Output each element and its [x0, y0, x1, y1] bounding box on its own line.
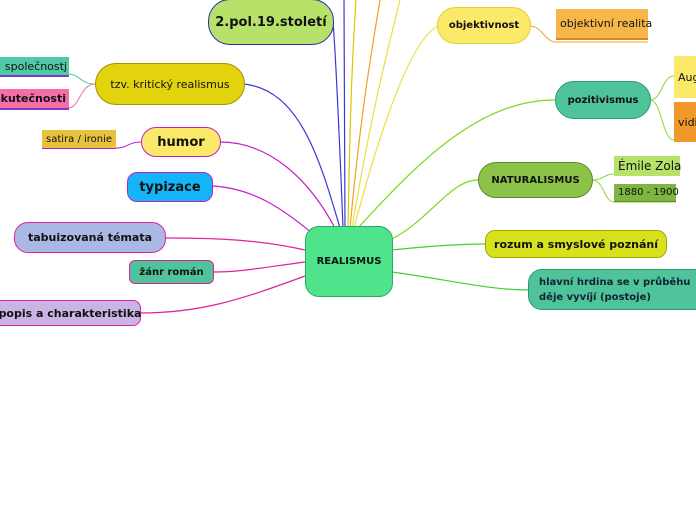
connector-years — [591, 179, 676, 203]
connector-satira — [42, 141, 142, 149]
satira-ironie-tag[interactable]: satira / ironie — [42, 130, 116, 149]
connector-hrdina — [391, 271, 529, 291]
connector-period — [332, 23, 344, 229]
connector-rozum — [391, 243, 486, 251]
connector-spolecnost — [67, 73, 96, 85]
objektivnost-node[interactable]: objektivnost — [437, 7, 531, 44]
naturalismus-node[interactable]: NATURALISMUS — [478, 162, 593, 198]
aug-tag[interactable]: Aug — [674, 56, 696, 98]
naturalismus-years-tag[interactable]: 1880 - 1900 — [614, 184, 679, 202]
connector-aug — [649, 75, 675, 101]
connector-tabuizovana — [165, 237, 306, 251]
connector-zola — [591, 173, 680, 181]
connector-objektivni-realita — [529, 25, 648, 43]
connector-up-2 — [347, 0, 357, 229]
zanr-roman-node[interactable]: žánr román — [129, 260, 214, 284]
connector-skutecnost — [67, 83, 96, 109]
popis-charakteristika-node[interactable]: ý popis a charakteristika — [0, 300, 141, 326]
period-node[interactable]: 2.pol.19.století — [208, 0, 334, 45]
connector-typizace — [211, 185, 321, 241]
humor-node[interactable]: humor — [141, 127, 221, 157]
root-node-realismus[interactable]: REALISMUS — [305, 226, 393, 297]
tabuizovana-temata-node[interactable]: tabuizovaná témata — [14, 222, 166, 253]
objektivni-realita-tag[interactable]: objektivní realita — [556, 9, 652, 40]
hlavni-hrdina-node[interactable]: hlavní hrdina se v průběhu děje vyvíjí (… — [528, 269, 696, 310]
connector-kriticky — [243, 83, 341, 229]
connector-zanr — [213, 261, 306, 273]
emile-zola-tag[interactable]: Émile Zola — [614, 156, 681, 176]
connector-humor — [219, 141, 337, 231]
typizace-node[interactable]: typizace — [127, 172, 213, 202]
kriticky-realismus-node[interactable]: tzv. kritický realismus — [95, 63, 245, 105]
connector-vidi — [649, 99, 675, 141]
connector-naturalismus — [389, 179, 479, 241]
spolecnost-tag[interactable]: společnostj — [0, 57, 69, 77]
connector-up-1 — [343, 0, 346, 229]
vidi-tag[interactable]: vidi — [674, 102, 696, 142]
connector-popis — [139, 275, 306, 314]
connector-pozitivismus — [357, 99, 556, 229]
connector-objektivnost — [353, 25, 439, 229]
connector-up-3 — [349, 0, 381, 229]
connector-up-4 — [351, 0, 401, 229]
rozum-smyslove-node[interactable]: rozum a smyslové poznání — [485, 230, 667, 258]
pozitivismus-node[interactable]: pozitivismus — [555, 81, 651, 119]
skutecnost-tag[interactable]: skutečnosti — [0, 89, 69, 110]
